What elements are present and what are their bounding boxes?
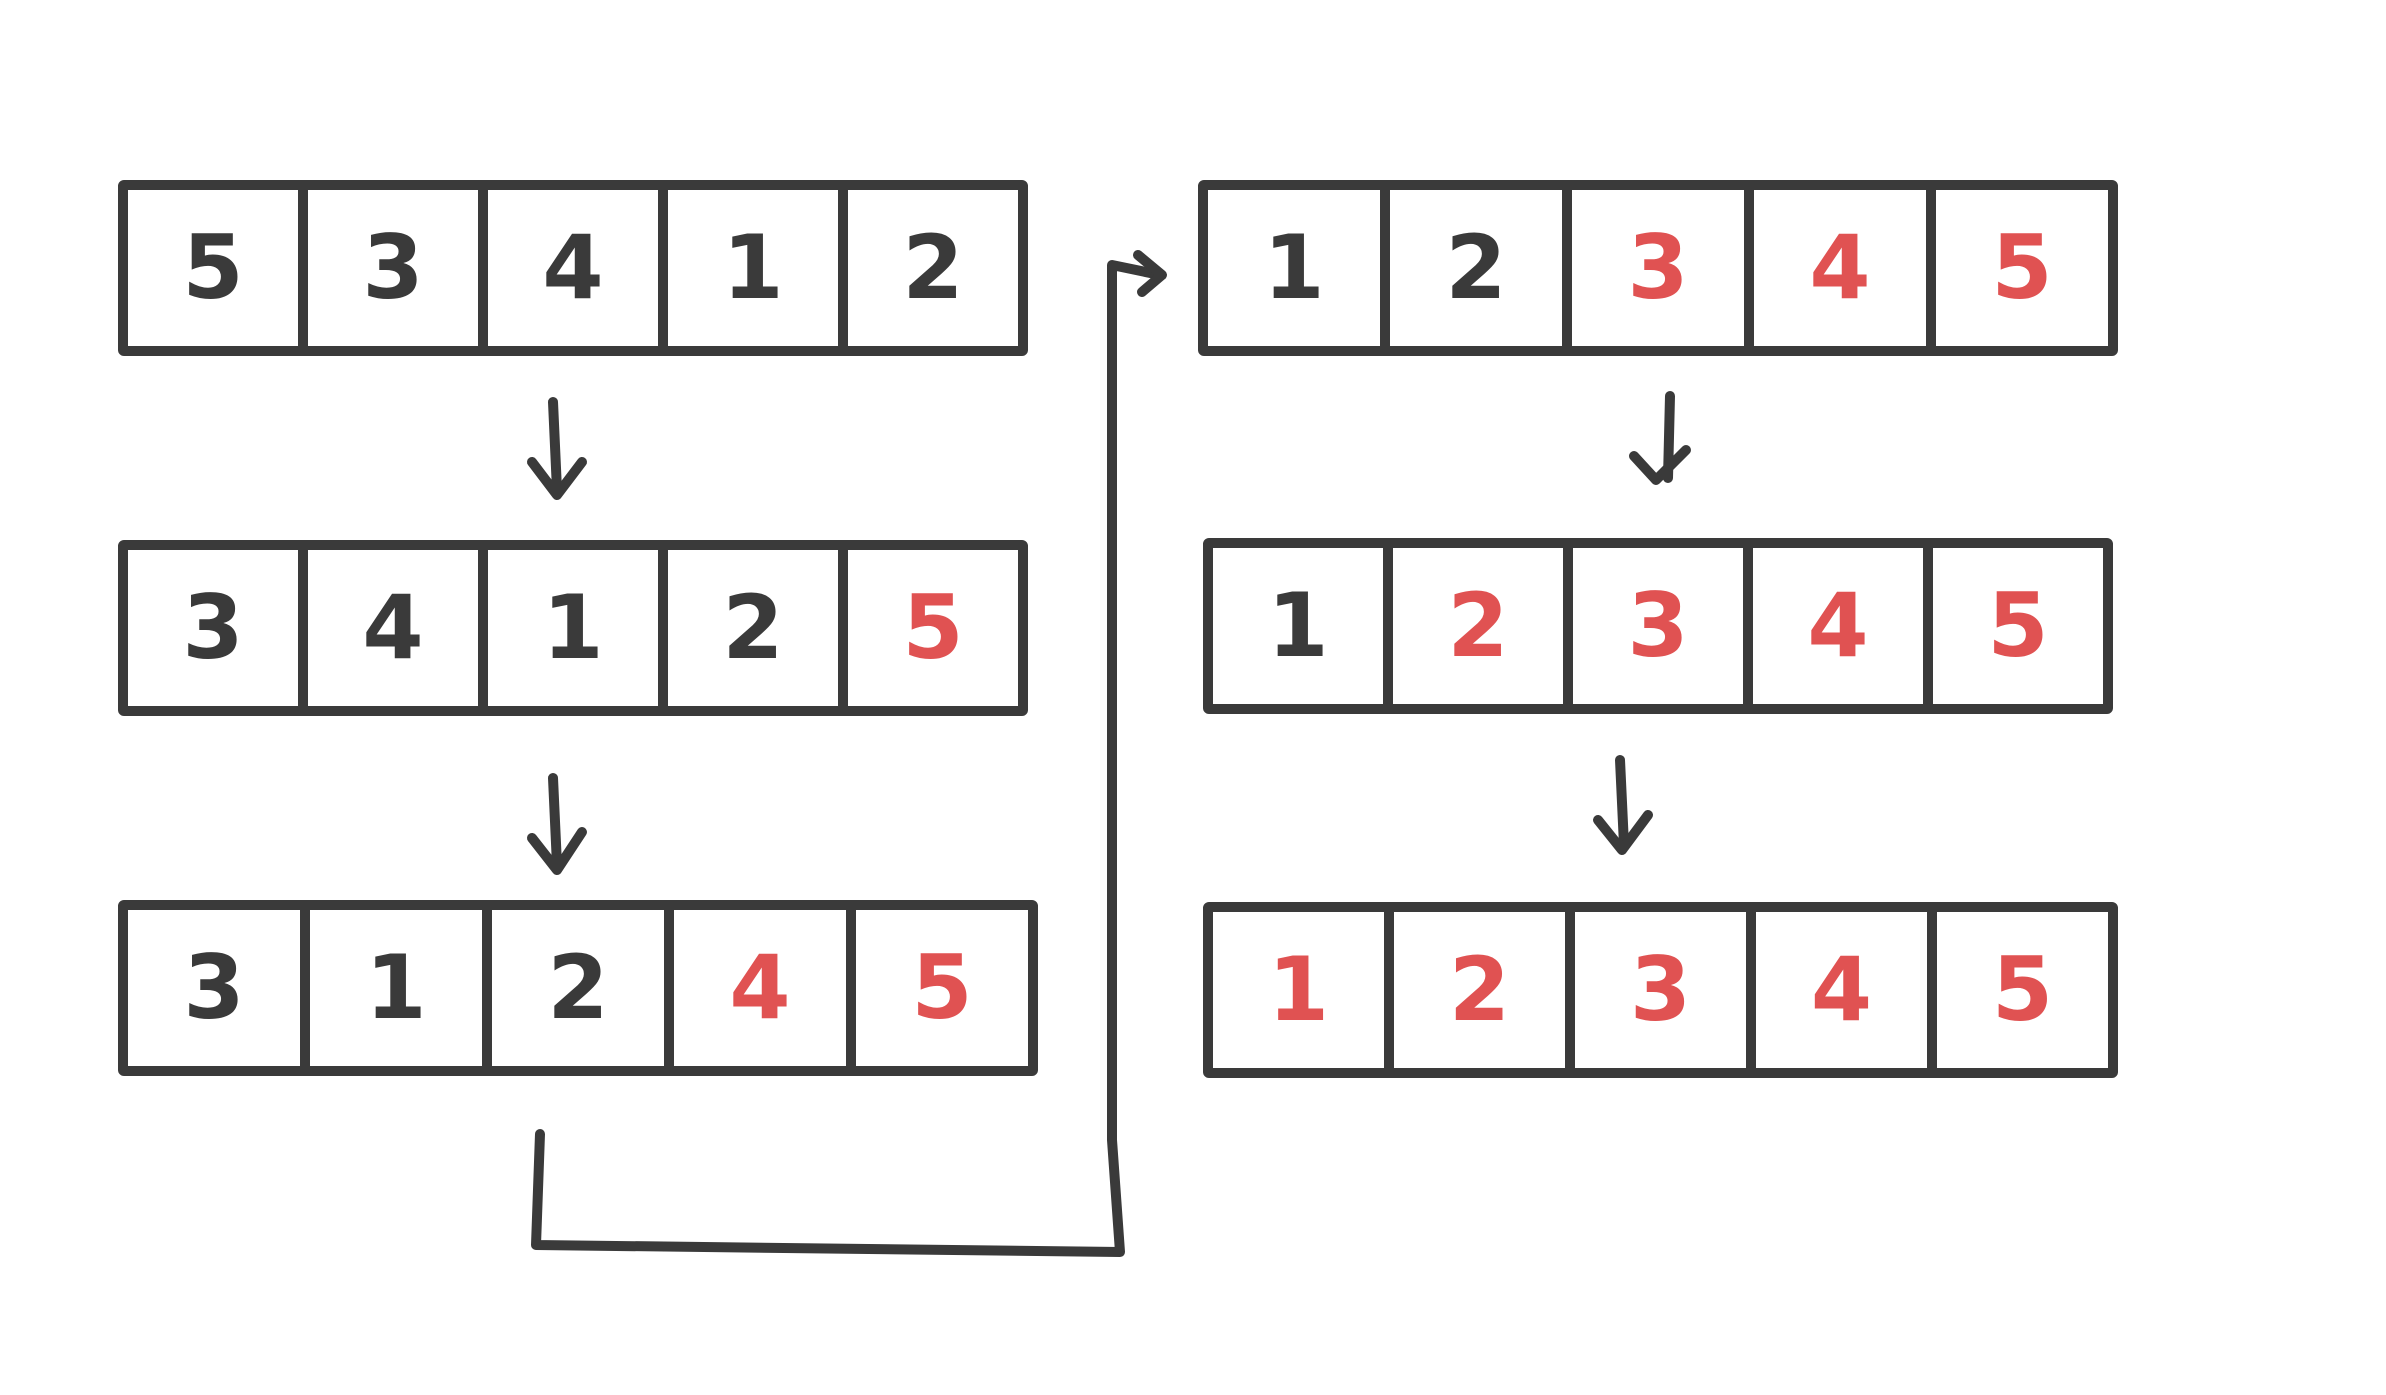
value-cell-3: 3	[128, 910, 310, 1066]
sorted-value-cell-3: 3	[1572, 190, 1754, 346]
sorted-value-cell-2: 2	[1393, 548, 1573, 704]
arrow-pass5-to-pass6	[1593, 755, 1653, 855]
value-cell-1: 1	[668, 190, 848, 346]
sorted-value-cell-5: 5	[1987, 574, 2049, 677]
sorted-value-cell-5: 5	[911, 936, 973, 1039]
sorted-value-cell-3: 3	[1575, 912, 1756, 1068]
value-cell-2: 2	[902, 216, 964, 319]
sorted-value-cell-1: 1	[1213, 912, 1394, 1068]
sorted-value-cell-4: 4	[1756, 912, 1937, 1068]
arrow-pass1-to-pass2	[527, 397, 587, 500]
array-pass-5: 1 2 3 4 5	[1203, 538, 2113, 714]
value-cell-2: 2	[668, 550, 848, 706]
sorted-value-cell-5: 5	[1991, 216, 2053, 319]
value-cell-3: 3	[308, 190, 488, 346]
sorted-value-cell-3: 3	[1573, 548, 1753, 704]
array-pass-4: 1 2 3 4 5	[1198, 180, 2118, 356]
sorted-value-cell-5: 5	[1991, 938, 2054, 1041]
value-cell-1: 1	[310, 910, 492, 1066]
arrow-pass4-to-pass5	[1629, 391, 1691, 485]
array-pass-6: 1 2 3 4 5	[1203, 902, 2118, 1078]
array-pass-1: 5 3 4 1 2	[118, 180, 1028, 356]
value-cell-4: 4	[488, 190, 668, 346]
sorted-value-cell-4: 4	[1754, 190, 1936, 346]
arrow-pass2-to-pass3	[527, 773, 587, 875]
array-pass-3: 3 1 2 4 5	[118, 900, 1038, 1076]
sorted-value-cell-4: 4	[1753, 548, 1933, 704]
value-cell-1: 1	[1208, 190, 1390, 346]
sorted-value-cell-2: 2	[1394, 912, 1575, 1068]
sorted-value-cell-5: 5	[902, 576, 964, 679]
array-pass-2: 3 4 1 2 5	[118, 540, 1028, 716]
value-cell-2: 2	[492, 910, 674, 1066]
value-cell-1: 1	[1213, 548, 1393, 704]
value-cell-1: 1	[488, 550, 668, 706]
arrow-column-connector	[531, 250, 1167, 1257]
value-cell-4: 4	[308, 550, 488, 706]
value-cell-5: 5	[128, 190, 308, 346]
value-cell-3: 3	[128, 550, 308, 706]
sorted-value-cell-4: 4	[674, 910, 856, 1066]
value-cell-2: 2	[1390, 190, 1572, 346]
